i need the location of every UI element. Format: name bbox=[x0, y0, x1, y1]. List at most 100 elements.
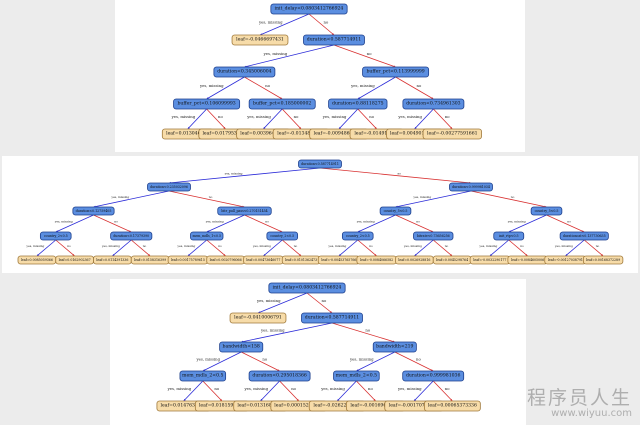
edge-arrowhead bbox=[600, 253, 604, 256]
edge-arrowhead bbox=[414, 398, 417, 401]
leaf-node-label: leaf=0.0039648132 bbox=[240, 131, 286, 137]
split-node-label: bitrate<0.73656256 bbox=[417, 234, 450, 238]
edge-label-no: no bbox=[567, 220, 571, 224]
leaf-node-label: leaf=-0.0466697431 bbox=[236, 37, 284, 43]
leaf-node-label: leaf=-0.00169668601 bbox=[350, 403, 401, 409]
split-node: buffer_pct<0.113999999 bbox=[362, 66, 430, 78]
leaf-node-label: leaf=-0.0084605006 bbox=[511, 258, 544, 262]
edge-no bbox=[357, 239, 377, 257]
edge-no bbox=[395, 214, 434, 233]
split-node: country_5<0.5 bbox=[530, 206, 563, 216]
split-node: init_rtp<0.5 bbox=[493, 231, 525, 241]
split-node-box bbox=[303, 34, 365, 46]
leaf-node-label: leaf=0.0020796066 bbox=[210, 258, 242, 262]
split-node-label: duration<0.999981034 bbox=[452, 185, 490, 189]
split-node-label: buffer_pct<0.185000002 bbox=[253, 101, 311, 107]
split-node-box bbox=[248, 370, 311, 382]
edge-no bbox=[546, 214, 585, 233]
split-node: bitrate<0.73656256 bbox=[413, 231, 454, 241]
split-node-label: init_delay<0.0803412766924 bbox=[273, 285, 342, 291]
edge-arrowhead bbox=[449, 253, 453, 256]
edge-label-yes: yes, missing bbox=[507, 220, 526, 224]
edge-label-yes: yes, missing bbox=[320, 386, 345, 391]
edge-yes bbox=[263, 108, 283, 130]
leaf-node-label: leaf=0.00473646077 bbox=[246, 258, 280, 262]
edge-no bbox=[244, 76, 283, 100]
split-node-box bbox=[248, 98, 316, 110]
edge-label-yes: yes, missing bbox=[176, 244, 195, 248]
edge-label-yes: yes, missing bbox=[252, 244, 271, 248]
edge-arrowhead bbox=[277, 369, 280, 371]
split-node-box bbox=[217, 206, 272, 216]
edge-arrowhead bbox=[280, 97, 283, 99]
edge-label-no: no bbox=[322, 298, 327, 303]
leaf-node: leaf=0.0045298764 bbox=[432, 255, 472, 265]
leaf-node-label: leaf=0.0114391336 bbox=[96, 258, 128, 262]
leaf-node: leaf=0.0162902367 bbox=[55, 255, 94, 265]
split-node: duration<0.999981036 bbox=[402, 370, 465, 382]
split-node-box bbox=[219, 341, 264, 353]
edge-yes bbox=[338, 108, 359, 130]
split-node-box bbox=[190, 231, 224, 241]
split-node: bitr_pull_pass<0.270151454 bbox=[217, 206, 272, 216]
edge-no bbox=[130, 239, 151, 257]
leaf-node-label: leaf=0.0101362473 bbox=[285, 258, 317, 262]
split-node: duration<0.12759405 bbox=[72, 206, 115, 216]
split-node-box bbox=[328, 98, 388, 110]
split-node-label: duration<0.999981036 bbox=[406, 373, 460, 379]
edge-arrowhead bbox=[147, 253, 151, 256]
split-node-box bbox=[341, 231, 374, 241]
split-node: country_5<0.5 bbox=[379, 206, 412, 216]
split-node-label: mem_mdls_1<0.5 bbox=[192, 234, 221, 238]
split-node-box bbox=[173, 98, 241, 110]
split-node-label: duration<0.587714911 bbox=[301, 162, 339, 166]
leaf-node: leaf=-0.00453765766 bbox=[317, 255, 360, 265]
split-node-box bbox=[362, 66, 430, 78]
edge-label-no: no bbox=[445, 114, 450, 119]
leaf-node: leaf=-0.0084605006 bbox=[507, 255, 548, 265]
edge-no bbox=[319, 167, 472, 184]
edge-yes bbox=[259, 13, 310, 36]
leaf-node: leaf=0.0114391336 bbox=[93, 255, 132, 265]
edge-label-yes: yes, missing bbox=[258, 20, 283, 25]
edge-label-no: no bbox=[291, 386, 296, 391]
leaf-node-box bbox=[424, 400, 481, 412]
edge-label-yes: yes, missing bbox=[246, 114, 271, 119]
edge-label-yes: yes, missing bbox=[322, 114, 347, 119]
edge-label-yes: yes, missing bbox=[25, 244, 44, 248]
leaf-node-label: leaf=-0.00277591661 bbox=[427, 131, 478, 137]
edge-label-yes: yes, missing bbox=[101, 244, 120, 248]
watermark-url: www.wiyuu.com bbox=[551, 408, 632, 419]
split-node-label: mem_mdls_2<0.5 bbox=[336, 373, 377, 379]
leaf-node-label: leaf=0.0162902367 bbox=[59, 258, 91, 262]
edge-yes bbox=[357, 76, 396, 100]
split-node-label: country_5<0.5 bbox=[535, 209, 559, 213]
split-node-box bbox=[372, 341, 417, 353]
edge-no bbox=[432, 380, 453, 402]
edge-yes bbox=[336, 380, 357, 402]
edge-no bbox=[241, 351, 280, 372]
leaf-node: leaf=0.0026928816 bbox=[395, 255, 434, 265]
leaf-node-label: leaf=-0.0262295787 bbox=[313, 403, 361, 409]
leaf-node-label: leaf=0.00175789615 bbox=[171, 258, 205, 262]
edge-label-no: no bbox=[445, 244, 449, 248]
edge-no bbox=[432, 239, 453, 257]
edge-label-no: no bbox=[324, 20, 329, 25]
edge-yes bbox=[168, 167, 321, 184]
split-node-label: country_2<0.5 bbox=[44, 234, 68, 238]
edge-yes bbox=[55, 214, 94, 233]
split-node: duration<0.587714911 bbox=[298, 159, 342, 169]
leaf-node-box bbox=[229, 312, 287, 324]
edge-label-no: no bbox=[596, 244, 600, 248]
leaf-node: leaf=-0.0084066582 bbox=[356, 255, 397, 265]
edge-label-yes: yes, missing bbox=[256, 298, 281, 303]
split-node: duration<0.734961303 bbox=[402, 98, 465, 110]
leaf-node: leaf=0.00175789615 bbox=[167, 255, 209, 265]
edge-label-yes: yes, missing bbox=[260, 328, 285, 333]
split-node-box bbox=[379, 206, 412, 216]
edge-yes bbox=[206, 214, 245, 233]
split-node-label: init_rtp<0.5 bbox=[499, 234, 519, 238]
